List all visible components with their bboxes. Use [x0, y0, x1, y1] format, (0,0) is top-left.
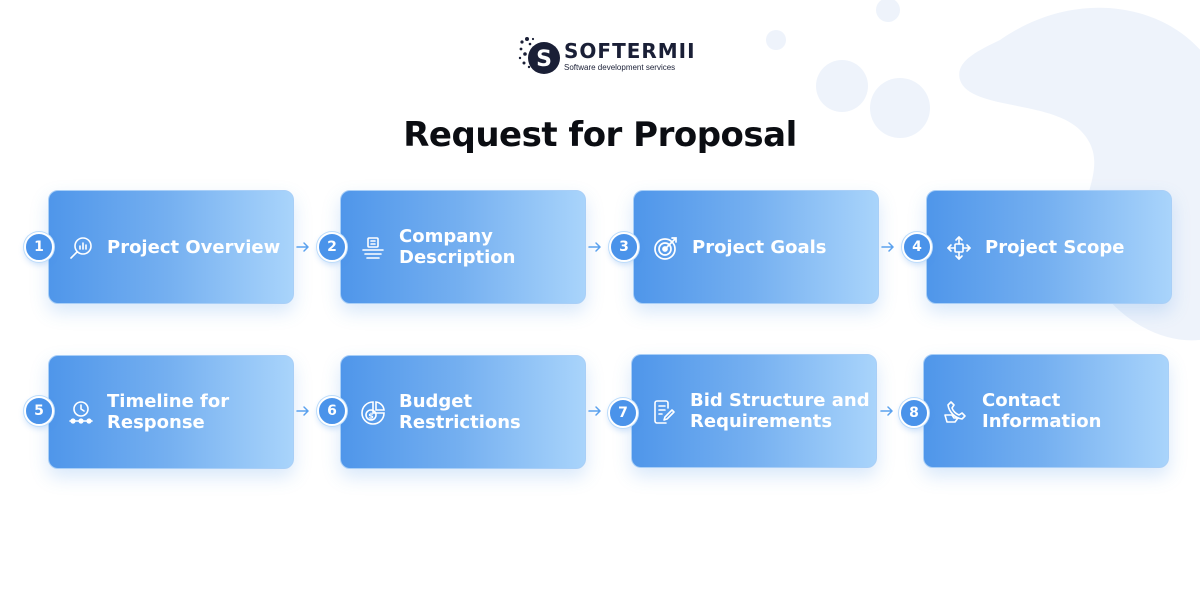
svg-text:$: $ — [368, 412, 374, 421]
target-icon — [652, 234, 680, 262]
step-card-6: $ Budget Restrictions — [340, 355, 586, 469]
step-number-badge: 3 — [609, 232, 639, 262]
arrow-right-icon — [588, 406, 601, 416]
clock-timeline-icon — [67, 399, 95, 427]
step-label: Company Description — [399, 226, 516, 268]
arrow-right-icon — [881, 242, 894, 252]
step-number-badge: 8 — [899, 398, 929, 428]
step-card-1: Project Overview — [48, 190, 294, 304]
step-number-badge: 7 — [608, 398, 638, 428]
step-number-badge: 6 — [317, 396, 347, 426]
step-number-badge: 2 — [317, 232, 347, 262]
logo-letter: S — [536, 47, 552, 72]
step-card-2: Company Description — [340, 190, 586, 304]
step-card-8: Contact Information — [923, 354, 1169, 468]
step-card-3: Project Goals — [633, 190, 879, 304]
document-pen-icon — [650, 398, 678, 426]
brand-name: SOFTERMII — [564, 38, 696, 63]
coin-chart-icon: $ — [359, 399, 387, 427]
arrow-right-icon — [296, 242, 309, 252]
step-label: Budget Restrictions — [399, 391, 521, 433]
magnifier-chart-icon — [67, 234, 95, 262]
arrow-right-icon — [588, 242, 601, 252]
step-label: Project Goals — [692, 236, 827, 258]
brand-logo: S SOFTERMII Software development service… — [518, 36, 696, 76]
arrow-right-icon — [296, 406, 309, 416]
step-card-5: Timeline for Response — [48, 355, 294, 469]
step-number-badge: 5 — [24, 396, 54, 426]
step-label: Timeline for Response — [107, 391, 230, 433]
scope-arrows-icon — [945, 234, 973, 262]
step-number-badge: 1 — [24, 232, 54, 262]
step-label: Contact Information — [982, 390, 1102, 432]
building-list-icon — [359, 234, 387, 262]
step-label: Bid Structure and Requirements — [690, 390, 870, 432]
softermii-logo-icon: S — [518, 37, 560, 74]
page-title: Request for Proposal — [403, 114, 797, 155]
brand-tagline: Software development services — [564, 62, 676, 72]
step-label: Project Overview — [107, 236, 281, 258]
phone-hand-icon — [942, 398, 970, 426]
arrow-right-icon — [880, 406, 893, 416]
step-card-7: Bid Structure and Requirements — [631, 354, 877, 468]
step-label: Project Scope — [985, 236, 1125, 258]
step-card-4: Project Scope — [926, 190, 1172, 304]
step-number-badge: 4 — [902, 232, 932, 262]
